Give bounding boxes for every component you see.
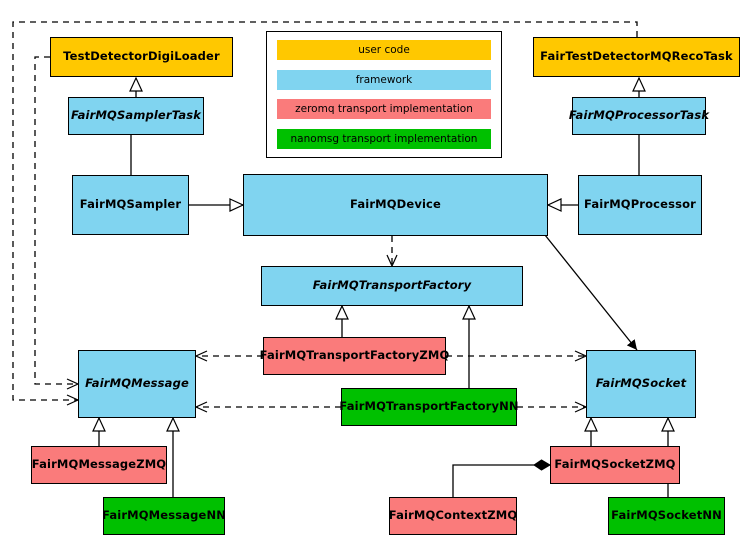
class-box-FairMQSamplerTask[interactable]: FairMQSamplerTask [68, 97, 204, 135]
class-box-FairMQTransportFactoryNN[interactable]: FairMQTransportFactoryNN [339, 388, 519, 426]
class-box-FairTestDetectorMQRecoTask[interactable]: FairTestDetectorMQRecoTask [533, 37, 740, 77]
class-box-FairMQMessage[interactable]: FairMQMessage [78, 350, 196, 418]
class-box-FairMQDevice[interactable]: FairMQDevice [243, 174, 548, 236]
class-box-TestDetectorDigiLoader[interactable]: TestDetectorDigiLoader [50, 37, 233, 77]
legend-item-user-code: user code [277, 40, 491, 60]
legend-item-zeromq: zeromq transport implementation [277, 99, 491, 120]
class-box-FairMQProcessor[interactable]: FairMQProcessor [578, 175, 702, 235]
class-box-FairMQContextZMQ[interactable]: FairMQContextZMQ [389, 497, 517, 535]
class-box-FairMQTransportFactoryZMQ[interactable]: FairMQTransportFactoryZMQ [260, 337, 449, 375]
class-box-FairMQSocketNN[interactable]: FairMQSocketNN [608, 497, 725, 535]
class-box-FairMQMessageZMQ[interactable]: FairMQMessageZMQ [31, 446, 167, 484]
class-box-FairMQSocket[interactable]: FairMQSocket [586, 350, 696, 418]
class-box-FairMQProcessorTask[interactable]: FairMQProcessorTask [569, 97, 709, 135]
edge-device-socket [544, 234, 638, 351]
legend-item-framework: framework [277, 69, 491, 90]
legend: user code framework zeromq transport imp… [266, 31, 502, 158]
edge-contextzmq-socketzmq [452, 459, 551, 497]
class-box-FairMQTransportFactory[interactable]: FairMQTransportFactory [261, 266, 523, 306]
legend-item-nanomsg: nanomsg transport implementation [277, 128, 491, 149]
class-box-FairMQMessageNN[interactable]: FairMQMessageNN [102, 497, 226, 535]
class-box-FairMQSampler[interactable]: FairMQSampler [72, 175, 189, 235]
class-box-FairMQSocketZMQ[interactable]: FairMQSocketZMQ [550, 446, 680, 484]
